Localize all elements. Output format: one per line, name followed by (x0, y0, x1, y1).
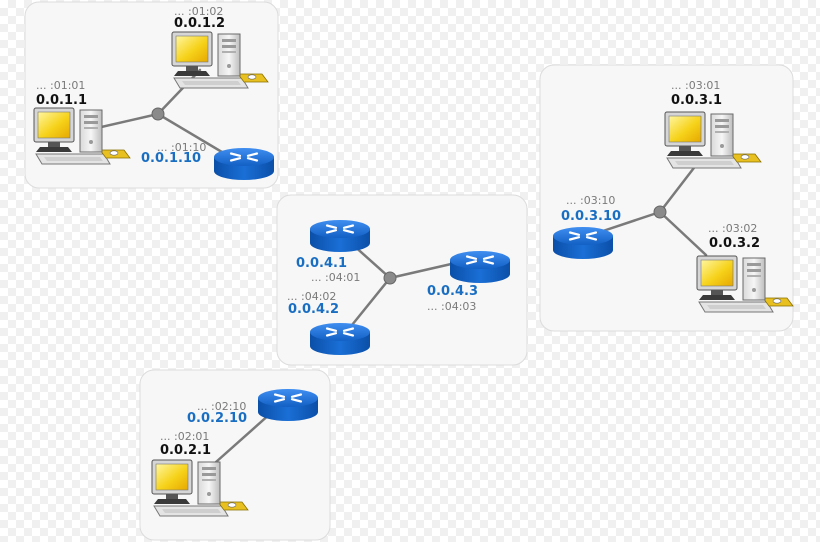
router-address-label: 0.0.4.1 (296, 256, 347, 271)
suffix-label: ... :01:01 (36, 79, 85, 92)
link-0-0-1-1 (95, 112, 160, 130)
suffix-label: ... :01:02 (174, 5, 223, 18)
suffix-label: ... :04:02 (287, 290, 336, 303)
link-0-0-4-3 (388, 260, 462, 280)
link-0-0-1-2 (156, 68, 202, 116)
hub-net1 (151, 107, 165, 121)
router-net4-b (448, 249, 512, 285)
suffix-label: ... :04:03 (427, 300, 476, 313)
router-address-label: 0.0.2.10 (187, 411, 247, 426)
hub-net3 (653, 205, 667, 219)
router-address-label: 0.0.1.10 (141, 151, 201, 166)
router-net2 (256, 387, 320, 423)
link-0-0-4-2 (350, 276, 392, 327)
suffix-label: ... :04:01 (311, 271, 360, 284)
link-0-0-3-2 (658, 210, 708, 257)
suffix-label: ... :03:10 (566, 194, 615, 207)
host-address-label: 0.0.2.1 (160, 443, 211, 458)
router-address-label: 0.0.3.10 (561, 209, 621, 224)
suffix-label: ... :02:10 (197, 400, 246, 413)
router-net3 (551, 225, 615, 261)
router-net1 (212, 146, 276, 182)
host-address-label: 0.0.3.2 (709, 236, 760, 251)
host-address-label: 0.0.1.2 (174, 16, 225, 31)
suffix-label: ... :03:02 (708, 222, 757, 235)
suffix-label: ... :03:01 (671, 79, 720, 92)
router-net4-a (308, 218, 372, 254)
suffix-label: ... :02:01 (160, 430, 209, 443)
host-address-label: 0.0.3.1 (671, 93, 722, 108)
host-address-label: 0.0.1.1 (36, 93, 87, 108)
link-0-0-1-10 (156, 112, 234, 160)
router-address-label: 0.0.4.2 (288, 302, 339, 317)
router-address-label: 0.0.4.3 (427, 284, 478, 299)
router-net4-c (308, 321, 372, 357)
link-0-0-3-1 (658, 158, 702, 214)
hub-net4 (383, 271, 397, 285)
suffix-label: ... :01:10 (157, 141, 206, 154)
